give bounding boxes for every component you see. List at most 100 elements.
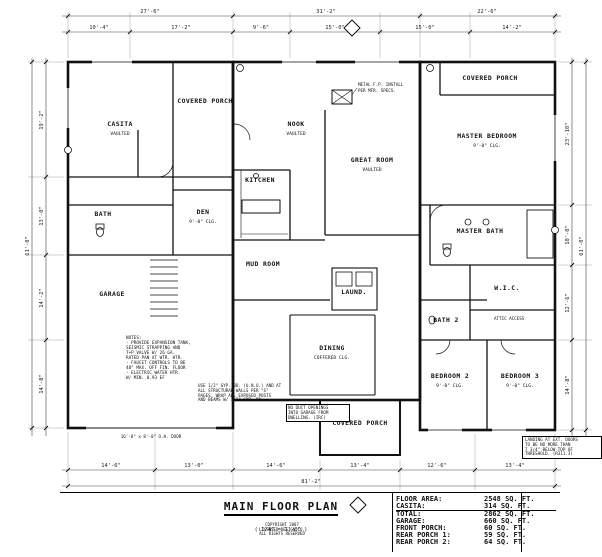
area-label: REAR PORCH 2: xyxy=(396,538,451,546)
dim-top-b-1: 17'-2" xyxy=(171,25,190,31)
section-marker-bottom xyxy=(349,496,367,514)
area-value: 60 SQ. FT. xyxy=(484,524,527,532)
room-sub-bedroom3: 9'-0" CLG. xyxy=(506,383,534,389)
extension-lines-bottom xyxy=(67,432,556,490)
dim-left-0: 19'-2" xyxy=(39,110,45,129)
copyright-line-3: ALL RIGHTS RESERVED xyxy=(259,531,305,537)
area-row-total: TOTAL: 2862 SQ. FT. xyxy=(396,510,556,518)
dim-bottom-4: 12'-6" xyxy=(427,463,446,469)
notes-line: - ELECTRIC WATER HTR. xyxy=(126,371,181,376)
room-label-casita: CASITA xyxy=(107,120,133,128)
ticks-right xyxy=(569,59,589,433)
dim-right-0: 23'-10" xyxy=(565,123,571,146)
room-label-front-porch: COVERED PORCH xyxy=(177,97,232,105)
gyp-note-line: AND BEAMS W/ 1/2" GYP. BD. xyxy=(198,397,264,403)
room-sub-bedroom2: 9'-0" CLG. xyxy=(436,383,464,389)
room-label-wic: W.I.C. xyxy=(494,284,520,292)
dim-left-3: 14'-8" xyxy=(39,374,45,393)
center-partitions xyxy=(233,110,420,301)
area-label: TOTAL: xyxy=(396,510,422,518)
openings xyxy=(65,59,558,433)
extension-lines-right xyxy=(558,61,592,431)
ticks-bottom-total xyxy=(65,483,558,489)
master-toilet xyxy=(443,247,451,257)
master-tub xyxy=(526,209,554,259)
dim-right-total: 61'-0" xyxy=(579,236,585,255)
room-label-mud-room: MUD ROOM xyxy=(246,260,280,268)
gyp-board-note: USE 1/2" GYP. BD. (U.N.O.) AND AT ALL ST… xyxy=(198,383,298,403)
notes-line: - FAUCET CONTROLS TO BE xyxy=(126,361,186,366)
keynote-bubble-2 xyxy=(426,64,434,72)
room-sub-casita: VAULTED xyxy=(110,131,130,137)
dim-top-a-0: 27'-6" xyxy=(140,9,159,15)
area-value: 660 SQ. FT. xyxy=(484,517,531,525)
exterior-walls xyxy=(66,60,557,456)
fireplace-x xyxy=(331,89,353,105)
threshold-note: LANDING AT EXT. DOORS TO BE NO MORE THAN… xyxy=(522,436,602,460)
room-label-laundry: LAUND. xyxy=(341,288,367,296)
area-row-floor: FLOOR AREA: 2548 SQ. FT. xyxy=(396,496,556,503)
room-label-nook: NOOK xyxy=(288,120,305,128)
dim-right-3: 14'-8" xyxy=(565,375,571,394)
bath-toilet xyxy=(96,227,104,237)
room-sub-nook: VAULTED xyxy=(286,131,306,137)
area-label: CASITA: xyxy=(396,502,426,510)
copyright-line-2: LICENSED DESIGN CO. xyxy=(259,526,305,532)
area-table: FLOOR AREA: 2548 SQ. FT. CASITA: 314 SQ.… xyxy=(396,496,556,546)
entry-door-swing xyxy=(233,123,251,141)
casita-door-swing xyxy=(157,161,174,178)
master-sink-2 xyxy=(482,218,490,226)
room-label-garage: GARAGE xyxy=(99,290,125,298)
fireplace xyxy=(331,89,353,105)
threshold-note-line: LANDING AT EXT. DOORS xyxy=(525,437,578,442)
ticks-bottom xyxy=(65,467,558,473)
titleblock-divider-1 xyxy=(392,492,393,552)
dimension-line-bottom xyxy=(62,469,561,487)
ticks-left xyxy=(29,59,49,431)
room-sub-master-bedroom: 9'-0" CLG. xyxy=(473,143,501,149)
threshold-note-line: 7 3/4" BELOW TOP OF xyxy=(525,446,573,452)
dimension-lines xyxy=(31,15,587,487)
stairs xyxy=(150,259,178,317)
gyp-note-line: USE 1/2" GYP. BD. (U.N.O.) AND AT xyxy=(198,383,282,388)
dim-bottom-3: 13'-4" xyxy=(350,463,369,469)
dining-partitions xyxy=(289,314,376,396)
room-label-bath: BATH xyxy=(95,210,112,218)
notes-line: - PROVIDE EXPANSION TANK, xyxy=(126,341,191,346)
area-row-front-porch: FRONT PORCH: 60 SQ. FT. xyxy=(396,525,556,532)
rear-patio-outline xyxy=(319,400,401,456)
area-value: 314 SQ. FT. xyxy=(484,502,531,510)
dryer xyxy=(355,271,373,287)
bedroom2-door-swing xyxy=(435,339,451,355)
area-label: REAR PORCH 1: xyxy=(396,531,451,539)
titleblock-divider-2 xyxy=(521,492,522,552)
gyp-note-line: ALL STRUCTURAL WALLS PER "S" xyxy=(198,387,269,393)
keynote-bubble-4 xyxy=(551,226,559,234)
dim-bottom-total: 81'-2" xyxy=(301,479,320,485)
fireplace-note-line2: PER MFR. SPECS. xyxy=(358,88,396,93)
general-notes: NOTES: - PROVIDE EXPANSION TANK, SEISMIC… xyxy=(126,336,232,381)
room-sub-great-room: VAULTED xyxy=(362,167,382,173)
dim-left-2: 14'-2" xyxy=(39,288,45,307)
extension-lines-top xyxy=(67,12,556,58)
plan-title: MAIN FLOOR PLAN xyxy=(223,500,339,516)
area-value: 2862 SQ. FT. xyxy=(484,510,535,518)
room-label-den: DEN xyxy=(197,208,210,216)
room-label-bath2: BATH 2 xyxy=(433,316,459,324)
attic-access-note: ATTIC ACCESS xyxy=(494,316,525,321)
area-label: FRONT PORCH: xyxy=(396,524,447,532)
sheet-divider xyxy=(60,492,560,493)
master-toilet-tank xyxy=(442,243,452,250)
dim-left-total: 61'-0" xyxy=(25,236,31,255)
gyp-note-line: PAGES. WRAP ALL EXPOSED POSTS xyxy=(198,392,272,398)
dim-top-a-2: 22'-6" xyxy=(477,9,496,15)
keynote-bubble-1 xyxy=(236,64,244,72)
room-label-bedroom3: BEDROOM 3 xyxy=(501,372,539,380)
room-label-kitchen: KITCHEN xyxy=(245,176,275,184)
kitchen-island xyxy=(241,199,281,214)
dim-top-b-4: 15'-0" xyxy=(415,25,434,31)
dimension-line-right xyxy=(571,58,587,436)
area-label: GARAGE: xyxy=(396,517,426,525)
markers xyxy=(64,19,559,514)
